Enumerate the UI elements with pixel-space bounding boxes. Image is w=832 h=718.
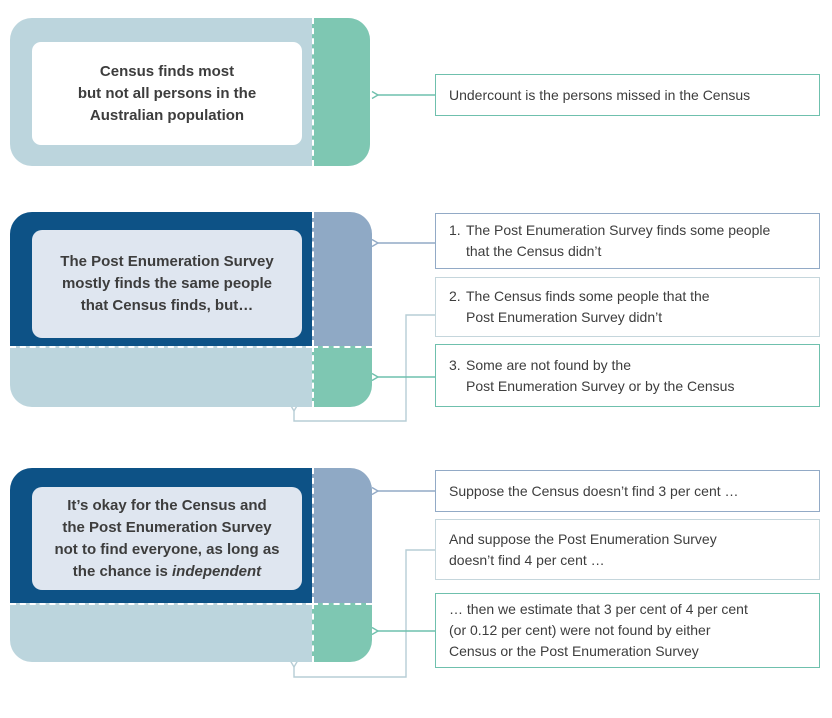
independence-quadrant-census-only	[10, 603, 312, 662]
emphasis-independent: independent	[172, 562, 262, 580]
independence-block: It’s okay for the Census and the Post En…	[10, 468, 372, 662]
independence-block-label: It’s okay for the Census and the Post En…	[32, 487, 302, 590]
census-block-label: Census finds most but not all persons in…	[32, 42, 302, 145]
undercount-segment	[312, 18, 370, 166]
pes-quadrant-pes-only	[312, 212, 372, 346]
note-pes-finds-extra: 1. The Post Enumeration Survey finds som…	[435, 213, 820, 269]
independence-quadrant-neither-found	[312, 603, 372, 662]
note-text: Undercount is the persons missed in the …	[449, 86, 751, 103]
census-block-text: Census finds most but not all persons in…	[77, 62, 257, 124]
pes-block: The Post Enumeration Survey mostly finds…	[10, 212, 372, 407]
note-text: Some are not found by the Post Enumerati…	[466, 356, 735, 394]
note-number: 2.	[449, 288, 461, 304]
census-block: Census finds most but not all persons in…	[10, 18, 370, 166]
note-text: The Post Enumeration Survey finds some p…	[466, 222, 771, 259]
note-census-finds-extra: 2. The Census finds some people that the…	[435, 277, 820, 337]
pes-quadrant-census-only	[10, 346, 312, 407]
pes-block-text: The Post Enumeration Survey mostly finds…	[60, 253, 274, 314]
note-text: … then we estimate that 3 per cent of 4 …	[449, 601, 748, 659]
note-suppose-census: Suppose the Census doesn’t find 3 per ce…	[435, 470, 820, 512]
note-number: 1.	[449, 222, 461, 238]
note-suppose-pes: And suppose the Post Enumeration Survey …	[435, 519, 820, 580]
note-text: Suppose the Census doesn’t find 3 per ce…	[449, 482, 739, 499]
note-found-by-neither: 3. Some are not found by the Post Enumer…	[435, 344, 820, 407]
pes-quadrant-neither-found	[312, 346, 372, 407]
independence-quadrant-pes-only	[312, 468, 372, 603]
independence-block-text: It’s okay for the Census and the Post En…	[54, 496, 280, 580]
note-text: And suppose the Post Enumeration Survey …	[449, 530, 717, 568]
note-undercount: Undercount is the persons missed in the …	[435, 74, 820, 116]
note-number: 3.	[449, 356, 461, 373]
note-text: The Census finds some people that the Po…	[466, 288, 710, 325]
note-estimate: … then we estimate that 3 per cent of 4 …	[435, 593, 820, 668]
pes-block-label: The Post Enumeration Survey mostly finds…	[32, 230, 302, 338]
